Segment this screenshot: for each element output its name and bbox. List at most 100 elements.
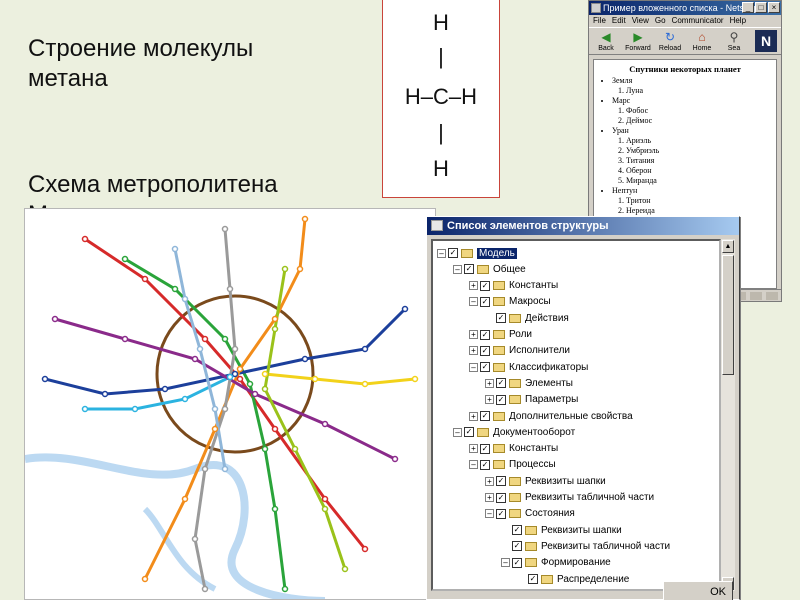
moon-item: Нереида	[626, 206, 770, 216]
netscape-title-bar[interactable]: Пример вложенного списка - Netscape _ □ …	[589, 1, 781, 15]
tree-expander-icon[interactable]: +	[485, 395, 494, 405]
tree-checkbox[interactable]: ✓	[448, 248, 458, 258]
tree-node[interactable]: +✓Исполнители	[469, 343, 570, 359]
tree-checkbox[interactable]: ✓	[480, 296, 490, 307]
tree-expander-icon[interactable]: –	[437, 248, 446, 258]
tree-expander-icon[interactable]: +	[469, 330, 478, 339]
tree-checkbox[interactable]: ✓	[464, 264, 474, 275]
structure-tree[interactable]: –✓Модель–✓Общее+✓Константы–✓Макросы✓Дейс…	[431, 239, 721, 591]
back-button[interactable]: ◀ Back	[591, 29, 621, 53]
tree-node[interactable]: +✓Роли	[469, 327, 532, 343]
tree-checkbox[interactable]: ✓	[496, 508, 506, 519]
forward-button[interactable]: ▶ Forward	[623, 29, 653, 53]
tree-checkbox[interactable]: ✓	[512, 525, 522, 536]
tree-node[interactable]: +✓Реквизиты шапки	[485, 473, 606, 489]
tree-checkbox[interactable]: ✓	[480, 459, 490, 470]
metro-circle-line	[155, 294, 315, 454]
tree-node[interactable]: –✓Трансляции	[501, 587, 596, 591]
tree-node[interactable]: +✓Параметры	[485, 392, 578, 408]
tree-expander-icon[interactable]: +	[469, 411, 478, 421]
tree-node[interactable]: –✓Формирование	[501, 555, 611, 571]
forward-label: Forward	[625, 45, 651, 52]
tree-node[interactable]: –✓Процессы	[469, 457, 556, 473]
tree-checkbox[interactable]: ✓	[480, 362, 490, 373]
menu-file[interactable]: File	[593, 16, 606, 25]
tree-expander-icon[interactable]: +	[485, 493, 494, 502]
metro-station-dot	[221, 465, 229, 473]
tree-window-title-bar[interactable]: Список элементов структуры	[427, 217, 739, 235]
tree-node[interactable]: ✓Распределение	[517, 571, 629, 587]
tree-checkbox[interactable]: ✓	[512, 590, 522, 591]
tree-node[interactable]: –✓Макросы	[469, 294, 551, 310]
tree-checkbox[interactable]: ✓	[512, 541, 522, 552]
metro-station-dot	[281, 585, 289, 593]
tree-checkbox[interactable]: ✓	[480, 280, 490, 291]
tree-checkbox[interactable]: ✓	[528, 574, 538, 584]
tree-checkbox[interactable]: ✓	[496, 492, 506, 503]
metro-station-dot	[246, 380, 254, 388]
menu-help[interactable]: Help	[729, 16, 747, 25]
tree-expander-icon[interactable]: +	[485, 378, 494, 388]
close-icon[interactable]: ×	[768, 2, 780, 13]
metro-station-dot	[161, 385, 169, 393]
methane-structure-box: H | H–C–H | H	[382, 0, 500, 198]
tree-node-label: Константы	[509, 443, 559, 455]
tree-expander-icon[interactable]: +	[469, 281, 478, 291]
tree-node[interactable]: +✓ Реквизиты табличной части	[485, 490, 654, 506]
tree-node[interactable]: –✓Общее	[453, 261, 526, 277]
scroll-thumb[interactable]	[722, 255, 734, 375]
tree-node[interactable]: +✓Константы	[469, 278, 558, 294]
tree-expander-icon[interactable]: +	[485, 476, 494, 486]
menu-communicator[interactable]: Communicator	[671, 16, 724, 25]
menu-edit[interactable]: Edit	[611, 16, 626, 25]
maximize-icon[interactable]: □	[755, 2, 767, 13]
tree-expander-icon[interactable]: +	[469, 346, 478, 356]
ok-button[interactable]: OK	[663, 581, 733, 600]
tree-node[interactable]: –✓Модель	[437, 245, 517, 261]
tree-expander-icon[interactable]: –	[469, 297, 478, 307]
tree-node[interactable]: –✓Классификаторы	[469, 359, 588, 375]
metro-station-dot	[196, 345, 204, 353]
tree-node[interactable]: –✓Документооборот	[453, 424, 575, 440]
tree-checkbox[interactable]: ✓	[496, 313, 506, 324]
metro-station-dot	[341, 565, 349, 573]
tree-checkbox[interactable]: ✓	[512, 557, 522, 568]
netscape-app-icon	[591, 3, 601, 13]
planet-item: Земля Луна	[612, 76, 770, 96]
minimize-icon[interactable]: _	[742, 2, 754, 13]
tree-checkbox[interactable]: ✓	[464, 427, 474, 438]
tree-checkbox[interactable]: ✓	[496, 476, 506, 487]
tree-vertical-scrollbar[interactable]: ▲ ▼	[721, 239, 735, 591]
tree-checkbox[interactable]: ✓	[480, 443, 490, 454]
tree-node[interactable]: –✓Состояния	[485, 506, 575, 522]
tree-expander-icon[interactable]: –	[469, 362, 478, 372]
tree-expander-icon[interactable]: –	[485, 509, 494, 519]
metro-station-dot	[261, 445, 269, 453]
tree-checkbox[interactable]: ✓	[480, 329, 490, 340]
tree-node[interactable]: +✓Элементы	[485, 375, 573, 391]
tree-checkbox[interactable]: ✓	[496, 378, 506, 389]
tree-node[interactable]: ✓Реквизиты шапки	[501, 522, 622, 538]
search-button[interactable]: ⚲ Sea	[719, 29, 749, 53]
tree-expander-icon[interactable]: –	[469, 460, 478, 470]
tree-checkbox[interactable]: ✓	[480, 411, 490, 421]
metro-station-dot	[296, 265, 304, 273]
moon-list: Ариэль Умбриэль Титания Оберон Миранда	[626, 136, 770, 186]
tree-expander-icon[interactable]: +	[469, 444, 478, 454]
scroll-up-icon[interactable]: ▲	[722, 240, 734, 253]
tree-node[interactable]: +✓ Константы	[469, 441, 558, 457]
folder-icon	[509, 493, 521, 502]
tree-expander-icon[interactable]: –	[453, 264, 462, 274]
tree-node-label: Реквизиты табличной части	[525, 492, 655, 503]
reload-button[interactable]: ↻ Reload	[655, 29, 685, 53]
menu-view[interactable]: View	[631, 16, 649, 25]
tree-node[interactable]: +✓Дополнительные свойства	[469, 408, 633, 424]
tree-checkbox[interactable]: ✓	[480, 345, 490, 356]
tree-checkbox[interactable]: ✓	[496, 394, 506, 405]
tree-node[interactable]: ✓Действия	[485, 310, 569, 326]
home-button[interactable]: ⌂ Home	[687, 29, 717, 53]
menu-go[interactable]: Go	[654, 16, 666, 25]
tree-expander-icon[interactable]: –	[501, 558, 510, 568]
tree-expander-icon[interactable]: –	[453, 427, 462, 437]
tree-node[interactable]: ✓Реквизиты табличной части	[501, 538, 670, 554]
